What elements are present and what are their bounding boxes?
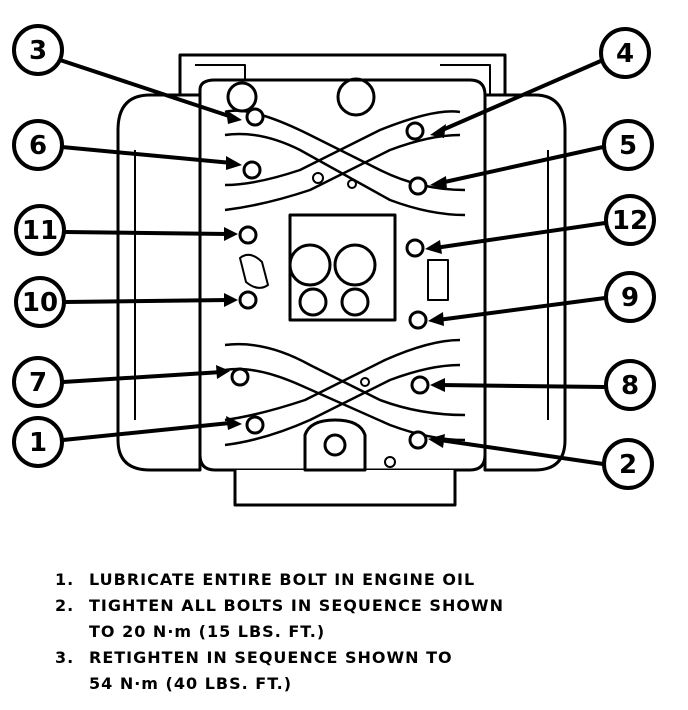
carb-bore	[340, 287, 370, 317]
bolt-3	[245, 107, 265, 127]
carb-bore	[298, 287, 328, 317]
note-text: TIGHTEN ALL BOLTS IN SEQUENCE SHOWN TO 2…	[89, 596, 504, 641]
callout-label: 1	[29, 428, 47, 458]
callout-3: 3	[12, 24, 64, 76]
carb-bore	[288, 243, 332, 287]
note-text: LUBRICATE ENTIRE BOLT IN ENGINE OIL	[89, 570, 476, 589]
callout-8: 8	[604, 359, 656, 411]
note-item: 1. LUBRICATE ENTIRE BOLT IN ENGINE OIL	[55, 567, 675, 593]
callout-label: 11	[22, 216, 58, 246]
carb-bore	[333, 243, 377, 287]
callout-label: 6	[29, 131, 47, 161]
bolt-7	[230, 367, 250, 387]
note-item: 3. RETIGHTEN IN SEQUENCE SHOWN TO 54 N·m…	[55, 645, 675, 697]
bolt-9	[408, 310, 428, 330]
callout-2: 2	[602, 438, 654, 490]
bolt-1	[245, 415, 265, 435]
bolt-5	[408, 176, 428, 196]
instruction-notes: 1. LUBRICATE ENTIRE BOLT IN ENGINE OIL 2…	[55, 567, 675, 697]
callout-4: 4	[599, 27, 651, 79]
right-cylinder-head	[483, 93, 567, 472]
bolt-6	[242, 160, 262, 180]
left-cylinder-head	[116, 93, 202, 472]
bolt-8	[410, 375, 430, 395]
intake-manifold-diagram: 3 4 6 5 11 12 10 9 7 8 1 2	[12, 24, 656, 507]
callout-7: 7	[12, 356, 64, 408]
note-text: RETIGHTEN IN SEQUENCE SHOWN TO 54 N·m (4…	[89, 648, 453, 693]
callout-10: 10	[14, 276, 66, 328]
callout-label: 3	[29, 36, 47, 66]
callout-1: 1	[12, 416, 64, 468]
bolt-10	[238, 290, 258, 310]
callout-label: 12	[612, 206, 648, 236]
callout-label: 4	[616, 39, 634, 69]
note-item: 2. TIGHTEN ALL BOLTS IN SEQUENCE SHOWN T…	[55, 593, 675, 645]
callout-5: 5	[602, 119, 654, 171]
bolt-12	[405, 238, 425, 258]
manifold-drawing	[116, 53, 567, 507]
callout-9: 9	[604, 271, 656, 323]
bolt-2	[408, 430, 428, 450]
callout-label: 5	[619, 131, 637, 161]
leader-lines	[59, 58, 606, 466]
callout-6: 6	[12, 119, 64, 171]
callout-label: 10	[22, 288, 58, 318]
note-number: 2.	[55, 596, 75, 615]
arrowheads	[216, 110, 447, 448]
callout-label: 8	[621, 371, 639, 401]
callout-label: 7	[29, 368, 47, 398]
bolts	[230, 107, 430, 450]
carburetor-pad	[288, 213, 397, 322]
bolt-11	[238, 225, 258, 245]
callout-11: 11	[14, 204, 66, 256]
bolt-4	[405, 121, 425, 141]
note-number: 3.	[55, 648, 75, 667]
note-number: 1.	[55, 570, 75, 589]
callout-label: 2	[619, 450, 637, 480]
callout-12: 12	[604, 194, 656, 246]
callout-label: 9	[621, 283, 639, 313]
